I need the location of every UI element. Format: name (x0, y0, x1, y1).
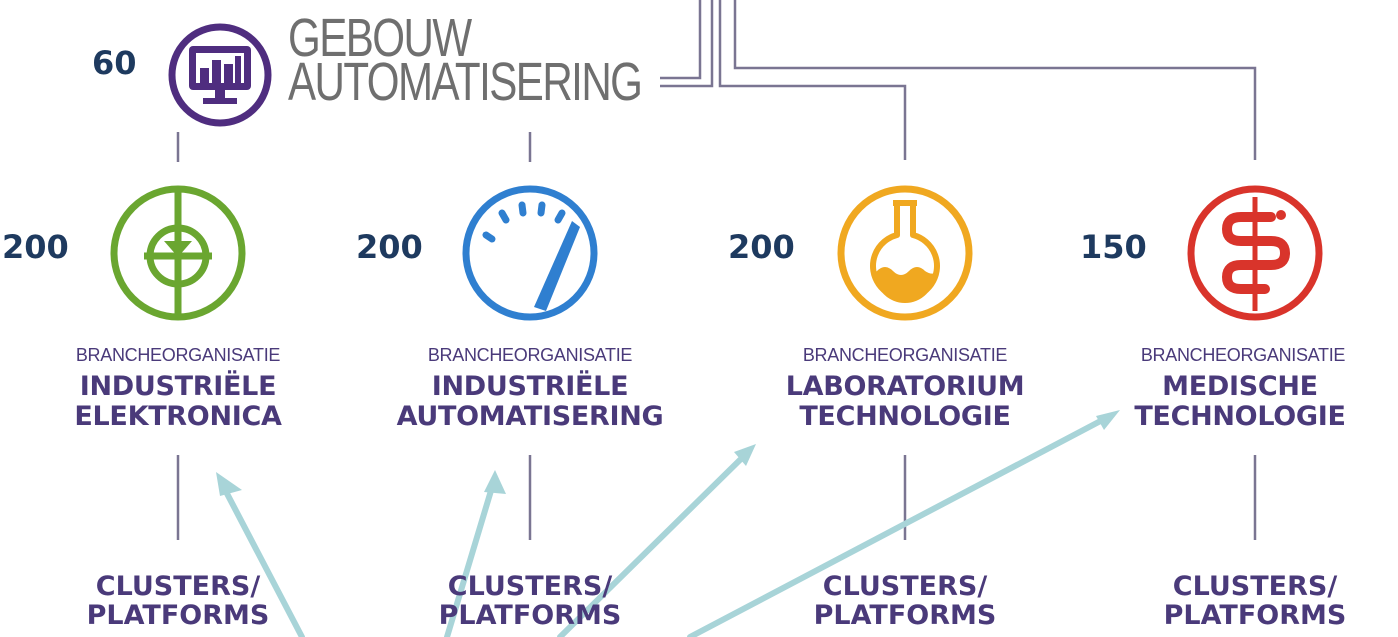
cluster-label: CLUSTERS/ PLATFORMS (755, 572, 1055, 630)
org-name-line2: TECHNOLOGIE (1134, 401, 1346, 432)
cluster-line1: CLUSTERS/ (1172, 571, 1338, 602)
org-count: 150 (1080, 228, 1147, 266)
org-name-line1: MEDISCHE (1162, 371, 1318, 402)
org-prefix: BRANCHEORGANISATIE (802, 345, 1008, 365)
top-title-line1: GEBOUW (288, 8, 472, 68)
cluster-line2: PLATFORMS (813, 600, 997, 631)
org-count: 200 (728, 228, 795, 266)
org-count: 200 (356, 228, 423, 266)
org-name: INDUSTRIËLE AUTOMATISERING (360, 372, 700, 432)
arrow-line (219, 481, 305, 637)
caduceus-snake-icon (1187, 185, 1323, 321)
arrowhead (216, 472, 242, 496)
cluster-line2: PLATFORMS (1163, 600, 1347, 631)
org-name-line2: AUTOMATISERING (396, 401, 664, 432)
arrowhead (484, 470, 506, 494)
connector-line (718, 0, 907, 160)
org-name-line1: INDUSTRIËLE (431, 371, 629, 402)
connector-line (660, 0, 702, 80)
monitor-chart-icon (168, 23, 272, 127)
cluster-line1: CLUSTERS/ (822, 571, 988, 602)
org-name: INDUSTRIËLE ELEKTRONICA (8, 372, 348, 432)
top-title-line2: AUTOMATISERING (288, 52, 643, 112)
connector-line (660, 0, 714, 88)
connector-line (733, 0, 1257, 160)
top-title: GEBOUW AUTOMATISERING (288, 8, 643, 112)
gauge-icon (462, 185, 598, 321)
org-name: LABORATORIUM TECHNOLOGIE (735, 372, 1075, 432)
cluster-label: CLUSTERS/ PLATFORMS (380, 572, 680, 630)
cluster-line1: CLUSTERS/ (447, 571, 613, 602)
org-prefix: BRANCHEORGANISATIE (427, 345, 633, 365)
org-count: 200 (2, 228, 69, 266)
top-count: 60 (92, 44, 137, 82)
org-name-line1: LABORATORIUM (785, 371, 1025, 402)
org-name-line2: ELEKTRONICA (74, 401, 282, 432)
org-name: MEDISCHE TECHNOLOGIE (1085, 372, 1395, 432)
org-prefix: BRANCHEORGANISATIE (1140, 345, 1346, 365)
arrow-line (687, 413, 1113, 637)
arrowhead (734, 444, 756, 466)
cluster-line2: PLATFORMS (438, 600, 622, 631)
cluster-label: CLUSTERS/ PLATFORMS (1105, 572, 1398, 630)
cluster-line2: PLATFORMS (86, 600, 270, 631)
electronics-diode-icon (110, 185, 246, 321)
org-prefix: BRANCHEORGANISATIE (75, 345, 281, 365)
org-name-line2: TECHNOLOGIE (799, 401, 1011, 432)
cluster-label: CLUSTERS/ PLATFORMS (28, 572, 328, 630)
cluster-line1: CLUSTERS/ (95, 571, 261, 602)
arrow-line (444, 481, 496, 637)
arrow-line (557, 449, 751, 637)
flask-icon (837, 185, 973, 321)
arrowhead (1096, 410, 1120, 430)
org-name-line1: INDUSTRIËLE (79, 371, 277, 402)
